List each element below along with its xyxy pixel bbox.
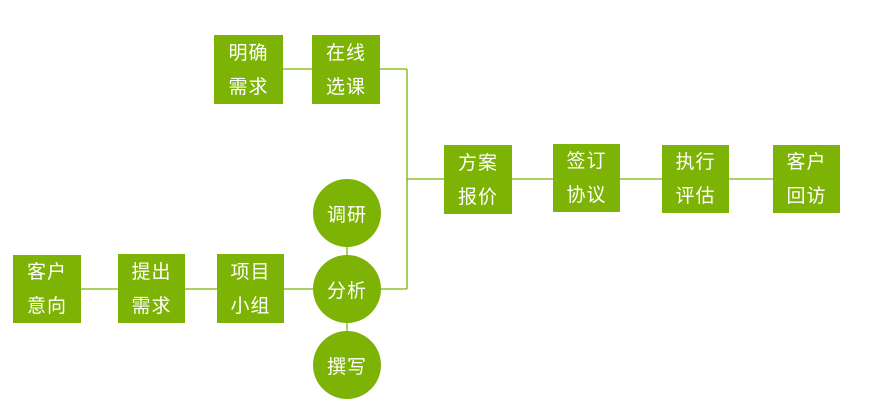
node-zhixing-pinggu: 执行 评估 xyxy=(662,145,729,213)
node-kehu-huifang: 客户 回访 xyxy=(773,145,840,213)
node-fangan-baojia-line1: 方案 xyxy=(457,151,498,174)
circle-diaoyan: 调研 xyxy=(313,179,381,247)
node-zaixian-xuanke-line2: 选课 xyxy=(325,75,366,98)
circle-fenxi: 分析 xyxy=(313,255,381,323)
node-kehu-yixiang-line1: 客户 xyxy=(26,261,67,283)
node-xiangmu-xiaozu: 项目 小组 xyxy=(217,254,284,323)
node-fangan-baojia-line2: 报价 xyxy=(457,185,498,208)
node-tichu-xuqiu: 提出 需求 xyxy=(118,254,185,323)
node-mingque-xuqiu: 明确 需求 xyxy=(214,35,283,104)
node-kehu-huifang-line2: 回访 xyxy=(786,185,827,207)
node-qianding-xieyi-line1: 签订 xyxy=(566,150,607,172)
node-zaixian-xuanke-line1: 在线 xyxy=(325,41,366,64)
node-zhixing-pinggu-line2: 评估 xyxy=(675,185,716,207)
node-xiangmu-xiaozu-line1: 项目 xyxy=(230,260,271,283)
node-tichu-xuqiu-line2: 需求 xyxy=(131,294,172,317)
node-fangan-baojia: 方案 报价 xyxy=(444,145,512,214)
node-zhixing-pinggu-line1: 执行 xyxy=(675,151,716,173)
node-mingque-xuqiu-line1: 明确 xyxy=(228,41,269,64)
node-tichu-xuqiu-line1: 提出 xyxy=(131,260,172,283)
node-qianding-xieyi: 签订 协议 xyxy=(553,144,620,212)
circle-zhuanxie: 撰写 xyxy=(313,331,381,399)
node-kehu-yixiang-line2: 意向 xyxy=(26,295,67,317)
node-mingque-xuqiu-line2: 需求 xyxy=(228,75,269,98)
node-kehu-yixiang: 客户 意向 xyxy=(13,255,81,323)
node-xiangmu-xiaozu-line2: 小组 xyxy=(230,294,271,317)
node-kehu-huifang-line1: 客户 xyxy=(786,151,827,173)
node-qianding-xieyi-line2: 协议 xyxy=(566,184,607,206)
node-zaixian-xuanke: 在线 选课 xyxy=(312,35,380,104)
